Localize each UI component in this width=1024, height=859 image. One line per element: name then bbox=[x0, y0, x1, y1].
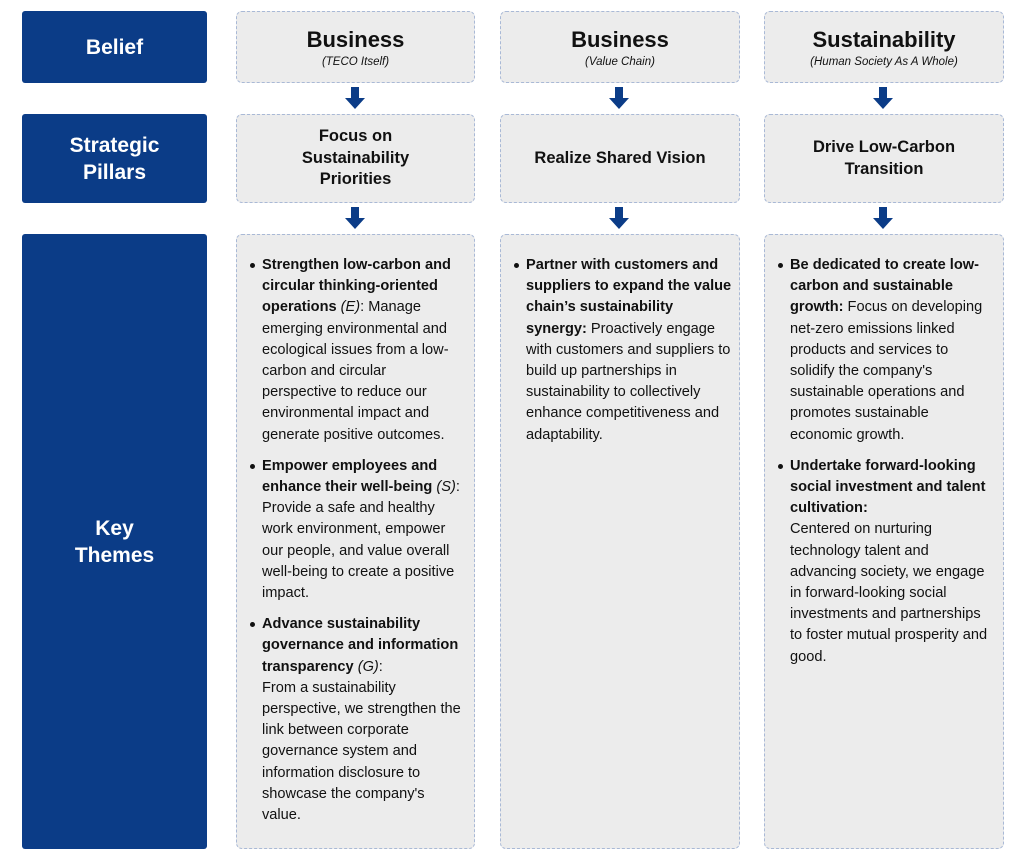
belief-subtitle: (Human Society As A Whole) bbox=[810, 55, 958, 68]
theme-tag: (S) bbox=[436, 479, 456, 496]
label-line: Strategic bbox=[69, 133, 160, 157]
pillar-text: Focus on Sustainability Priorities bbox=[301, 127, 410, 189]
theme-heading: Be dedicated to create low-carbon and su… bbox=[790, 257, 979, 316]
pillar-box: Focus on Sustainability Priorities bbox=[236, 114, 475, 203]
theme-text: Focus on developing net-zero emissions l… bbox=[790, 299, 983, 443]
belief-box-teco: Business (TECO Itself) bbox=[236, 11, 475, 83]
theme-item: Empower employees and enhance their well… bbox=[250, 456, 462, 604]
label-line: Pillars bbox=[82, 160, 147, 184]
belief-title: Business bbox=[571, 26, 669, 52]
arrow-down-icon bbox=[345, 87, 365, 109]
theme-tag: (G) bbox=[357, 658, 379, 675]
belief-box-value-chain: Business (Value Chain) bbox=[500, 11, 740, 83]
arrow-down-icon bbox=[873, 207, 893, 229]
theme-heading: Undertake forward-looking social investm… bbox=[790, 457, 986, 517]
theme-tag: (E) bbox=[340, 299, 361, 316]
themes-box: Strengthen low-carbon and circular think… bbox=[236, 234, 475, 849]
theme-item: Undertake forward-looking social investm… bbox=[778, 456, 991, 668]
label-line: Key bbox=[95, 516, 134, 540]
theme-item: Be dedicated to create low-carbon and su… bbox=[778, 255, 991, 446]
theme-item: Strengthen low-carbon and circular think… bbox=[250, 255, 462, 446]
belief-title: Sustainability bbox=[812, 26, 956, 52]
theme-heading: Partner with customers and suppliers to … bbox=[526, 257, 732, 337]
theme-text: From a sustainability perspective, we st… bbox=[262, 679, 461, 824]
belief-label-text: Belief bbox=[85, 35, 144, 59]
theme-text: : Manage emerging environmental and ecol… bbox=[262, 299, 449, 443]
theme-heading: Advance sustainability governance and in… bbox=[262, 616, 459, 675]
pillar-box: Drive Low-Carbon Transition bbox=[764, 114, 1004, 203]
belief-box-society: Sustainability (Human Society As A Whole) bbox=[764, 11, 1004, 83]
themes-box: Be dedicated to create low-carbon and su… bbox=[764, 234, 1004, 849]
belief-title: Business bbox=[306, 26, 405, 52]
belief-subtitle: (Value Chain) bbox=[585, 55, 655, 68]
theme-text: Proactively engage with customers and su… bbox=[526, 320, 731, 443]
themes-box: Partner with customers and suppliers to … bbox=[500, 234, 740, 849]
pillar-text: Realize Shared Vision bbox=[534, 148, 706, 167]
theme-heading: Empower employees and enhance their well… bbox=[262, 457, 438, 496]
label-line: Themes bbox=[74, 543, 155, 567]
pillar-text: Drive Low-Carbon Transition bbox=[812, 138, 956, 178]
belief-label: Belief bbox=[22, 11, 207, 83]
arrow-down-icon bbox=[345, 207, 365, 229]
arrow-down-icon bbox=[609, 87, 629, 109]
theme-tail: : bbox=[378, 658, 383, 675]
theme-item: Partner with customers and suppliers to … bbox=[514, 255, 733, 446]
pillar-box: Realize Shared Vision bbox=[500, 114, 740, 203]
theme-text: Centered on nurturing technology talent … bbox=[790, 521, 988, 665]
arrow-down-icon bbox=[873, 87, 893, 109]
belief-subtitle: (TECO Itself) bbox=[321, 55, 390, 68]
theme-heading: Strengthen low-carbon and circular think… bbox=[262, 257, 451, 316]
theme-item: Advance sustainability governance and in… bbox=[250, 614, 462, 826]
arrow-down-icon bbox=[609, 207, 629, 229]
theme-text: : Provide a safe and healthy work enviro… bbox=[262, 479, 460, 602]
